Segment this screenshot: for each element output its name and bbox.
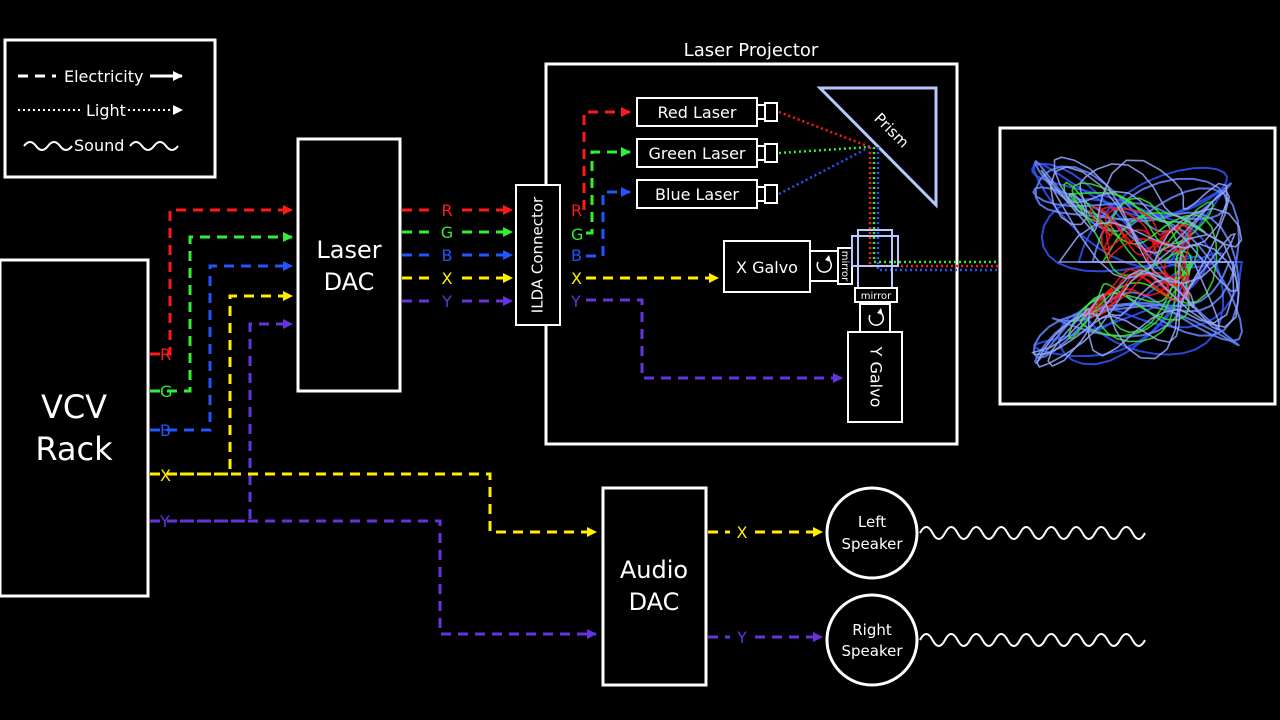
audio-channel-y: Y: [736, 628, 747, 647]
left-speaker: Left Speaker: [825, 486, 919, 580]
green-laser: Green Laser: [636, 138, 778, 168]
laser-dac-line2: DAC: [324, 268, 375, 296]
blue-laser: Blue Laser: [636, 179, 778, 209]
light-beams: [778, 110, 1000, 272]
dac-channel-g: G: [441, 223, 453, 242]
dac-channel-b: B: [442, 246, 453, 265]
audio-dac-to-speakers-wires: [708, 532, 822, 637]
vcv-rack-line2: Rack: [35, 430, 113, 468]
laser-projector-title: Laser Projector: [684, 40, 819, 61]
left-speaker-line2: Speaker: [841, 535, 903, 553]
rotate-icon: [816, 259, 832, 273]
legend-electricity-label: Electricity: [64, 67, 143, 86]
vcv-rack-line1: VCV: [41, 388, 107, 426]
audio-dac-line2: DAC: [629, 588, 680, 616]
sound-wave-icon: [23, 141, 73, 151]
laser-projection-pattern: [1031, 156, 1243, 368]
ilda-output-b: B: [571, 246, 582, 265]
dac-channel-r: R: [441, 201, 452, 220]
green-laser-label: Green Laser: [648, 144, 745, 163]
vcv-output-g: G: [160, 382, 172, 401]
dac-channel-x: X: [442, 269, 453, 288]
right-speaker: Right Speaker: [825, 593, 919, 687]
laser-trace-14: [1040, 159, 1240, 368]
legend-light-label: Light: [86, 101, 126, 120]
red-laser: Red Laser: [636, 97, 778, 127]
legend: Electricity Light Sound: [3, 38, 217, 179]
sound-wave-icon: [129, 141, 179, 151]
x-galvo-label: X Galvo: [736, 258, 798, 277]
laser-trace-13: [1036, 163, 1243, 368]
vcv-output-x: X: [160, 466, 171, 485]
dac-channel-y: Y: [441, 292, 452, 311]
audio-dac-line1: Audio: [620, 556, 688, 584]
y-galvo: Y Galvo: [847, 303, 903, 423]
rotate-icon: [868, 312, 884, 326]
projection-screen: [998, 126, 1277, 406]
vcv-to-audio-dac-wires: [180, 472, 597, 639]
red-laser-label: Red Laser: [658, 103, 737, 122]
left-speaker-line1: Left: [858, 513, 886, 531]
ilda-connector: ILDA Connector: [515, 184, 561, 326]
y-mirror-label: mirror: [861, 291, 892, 302]
ilda-connector-label: ILDA Connector: [529, 196, 547, 313]
laser-dac-line1: Laser: [316, 236, 381, 264]
ilda-output-x: X: [571, 269, 582, 288]
laser-dac-to-ilda-wires: [402, 210, 512, 301]
blue-laser-label: Blue Laser: [655, 185, 739, 204]
ilda-output-r: R: [571, 201, 582, 220]
x-galvo: X Galvo mirror: [723, 240, 853, 293]
vcv-output-y: Y: [159, 512, 170, 531]
ilda-to-components-wires: [582, 107, 843, 383]
right-speaker-line1: Right: [852, 621, 892, 639]
audio-channel-x: X: [737, 523, 748, 542]
ilda-output-y: Y: [570, 292, 581, 311]
ilda-output-g: G: [571, 225, 583, 244]
legend-sound-label: Sound: [74, 136, 124, 155]
prism: Prism: [816, 86, 938, 209]
sound-wave-icon: [919, 633, 1146, 647]
vcv-output-b: B: [160, 421, 171, 440]
audio-dac-box: Audio DAC: [601, 486, 708, 687]
sound-wave-icon: [919, 526, 1146, 540]
right-speaker-line2: Speaker: [841, 642, 903, 660]
vcv-rack-box: VCV Rack: [0, 258, 150, 598]
vcv-output-r: R: [160, 345, 171, 364]
laser-dac-box: Laser DAC: [296, 137, 402, 393]
x-mirror-label: mirror: [839, 251, 850, 282]
y-galvo-label: Y Galvo: [867, 346, 886, 408]
